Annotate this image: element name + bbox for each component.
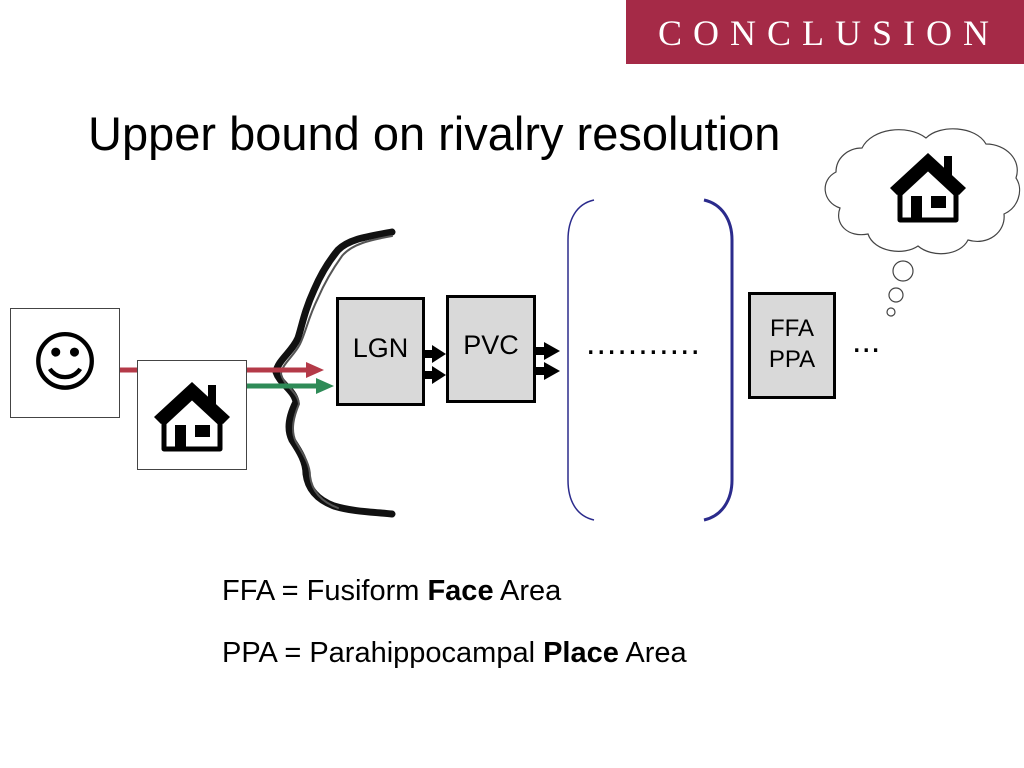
thought-bubble-dot-medium: [888, 287, 904, 303]
downstream-ellipsis: ...: [852, 322, 881, 360]
legend-ffa-prefix: FFA = Fusiform: [222, 575, 428, 607]
legend-ffa-suffix: Area: [493, 575, 562, 607]
slide-title: Upper bound on rivalry resolution: [88, 107, 781, 160]
ffa-label: FFA: [769, 315, 814, 342]
house-icon: [154, 382, 230, 452]
lgn-to-pvc-arrows: [424, 345, 446, 384]
section-banner: CONCLUSION: [626, 0, 1024, 64]
bracket-left: [567, 199, 595, 521]
thought-bubble-dot-large: [892, 260, 914, 282]
bracket-right: [703, 198, 734, 522]
legend-ffa-bold: Face: [427, 575, 494, 607]
ffa-ppa-box: FFA PPA: [748, 292, 836, 399]
face-stimulus: ☺: [10, 308, 120, 418]
house-icon: [890, 153, 966, 223]
ppa-label: PPA: [768, 346, 816, 373]
face-signal-arrowhead: [306, 362, 324, 378]
legend-ppa-bold: Place: [543, 637, 619, 669]
pvc-to-next-arrows: [535, 342, 560, 380]
thought-bubble-dot-small: [886, 307, 896, 317]
legend-ppa: PPA = Parahippocampal Place Area: [222, 637, 687, 670]
lgn-box: LGN: [336, 297, 425, 406]
legend-ffa: FFA = Fusiform Face Area: [222, 575, 561, 608]
smiley-face-icon: ☺: [30, 324, 100, 401]
house-signal-arrowhead: [316, 378, 334, 394]
pvc-box: PVC: [446, 295, 536, 403]
house-stimulus: [137, 360, 247, 470]
head-outline-texture: [279, 235, 393, 509]
legend-ppa-prefix: PPA = Parahippocampal: [222, 637, 544, 669]
intermediate-stages-ellipsis: ...........: [586, 324, 701, 362]
legend-ppa-suffix: Area: [618, 637, 687, 669]
